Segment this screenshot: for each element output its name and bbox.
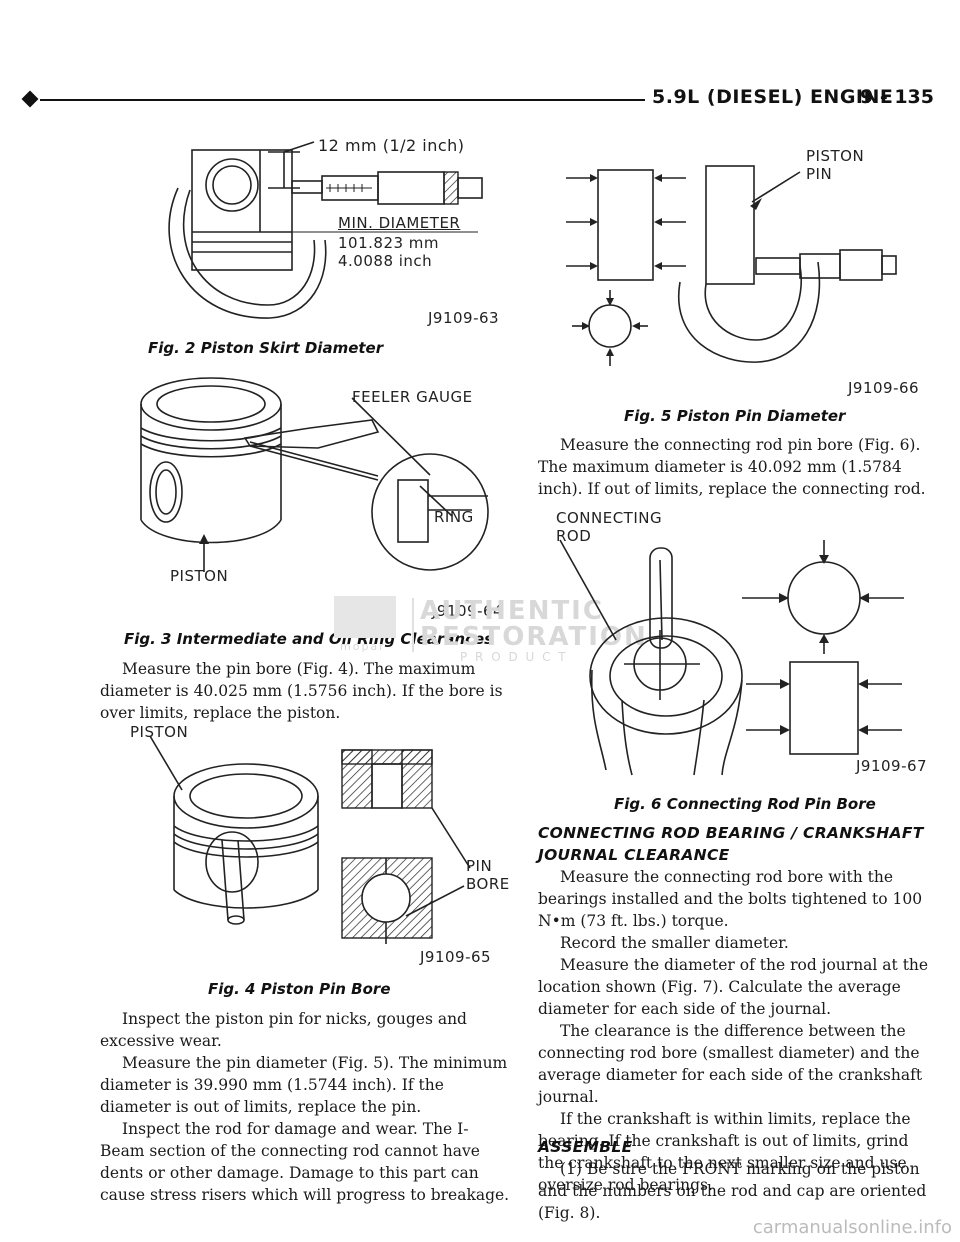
paragraph: Inspect the rod for damage and wear. The… (100, 1120, 510, 1204)
fig4-pin-label: PIN (466, 857, 493, 875)
paragraph: Record the smaller diameter. (560, 934, 789, 952)
paragraph: (1) Be sure the FRONT marking on the pis… (538, 1160, 927, 1222)
fig2-min-diameter-label: MIN. DIAMETER (338, 214, 461, 232)
fig3-piston-label: PISTON (170, 567, 229, 585)
paragraph: Measure the diameter of the rod journal … (538, 956, 929, 1018)
fig4-piston-label: PISTON (130, 723, 189, 741)
fig2-size-label: 12 mm (1/2 inch) (318, 136, 465, 155)
section-assemble-text: (1) Be sure the FRONT marking on the pis… (538, 1158, 934, 1224)
section-bearing-text: Measure the connecting rod bore with the… (538, 866, 934, 1196)
fig6-code: J9109-67 (856, 757, 928, 775)
watermark-line3: P R O D U C T (460, 650, 568, 664)
fig6-caption: Fig. 6 Connecting Rod Pin Bore (614, 795, 876, 813)
fig5-piston-label: PISTON (806, 147, 865, 165)
paragraph: Measure the pin diameter (Fig. 5). The m… (100, 1054, 508, 1116)
paragraph: If the crankshaft is within limits, repl… (538, 1110, 911, 1194)
fig3-ring-label: RING (434, 508, 474, 526)
header-rule (40, 99, 645, 101)
fig4-code: J9109-65 (420, 948, 492, 966)
fig4-caption: Fig. 4 Piston Pin Bore (208, 980, 391, 998)
section-heading-line1: CONNECTING ROD BEARING / CRANKSHAFT (538, 824, 924, 842)
fig5-pin-label: PIN (806, 165, 833, 183)
paragraph-pin-bore: Measure the pin bore (Fig. 4). The maxim… (100, 660, 503, 722)
page-number: 9 - 135 (860, 86, 934, 108)
watermark-brand: mopar (340, 640, 386, 653)
fig5-code: J9109-66 (848, 379, 920, 397)
fig5-caption: Fig. 5 Piston Pin Diameter (624, 407, 846, 425)
fig3-caption: Fig. 3 Intermediate and Oil Ring Clearan… (124, 630, 494, 648)
watermark-logo (334, 596, 396, 638)
paragraph: Inspect the piston pin for nicks, gouges… (100, 1010, 467, 1050)
paragraph: The clearance is the difference between … (538, 1022, 923, 1106)
fig2-code: J9109-63 (428, 309, 500, 327)
watermark-divider (412, 598, 414, 652)
header-title: 5.9L (DIESEL) ENGINE (652, 86, 894, 108)
fig4-bore-label: BORE (466, 875, 510, 893)
section-heading-line2: JOURNAL CLEARANCE (538, 846, 730, 864)
paragraph-rod-bore: Measure the connecting rod pin bore (Fig… (538, 436, 926, 498)
left-column-text: Inspect the piston pin for nicks, gouges… (100, 1008, 510, 1206)
footer-site-link[interactable]: carmanualsonline.info (752, 1217, 952, 1238)
fig2-inch-label: 4.0088 inch (338, 252, 433, 270)
fig6-rod-label: ROD (556, 527, 592, 545)
fig3-feeler-label: FEELER GAUGE (352, 388, 473, 406)
fig6-connecting-label: CONNECTING (556, 509, 663, 527)
fig2-caption: Fig. 2 Piston Skirt Diameter (148, 339, 384, 357)
section-heading-assemble: ASSEMBLE (538, 1138, 633, 1156)
paragraph: Measure the connecting rod bore with the… (538, 868, 923, 930)
watermark-line1: AUTHENTIC (420, 596, 604, 626)
fig3-code: J9109-64 (432, 602, 504, 620)
section-heading-bearing: CONNECTING ROD BEARING / CRANKSHAFT JOUR… (538, 822, 938, 866)
fig2-mm-label: 101.823 mm (338, 234, 440, 252)
